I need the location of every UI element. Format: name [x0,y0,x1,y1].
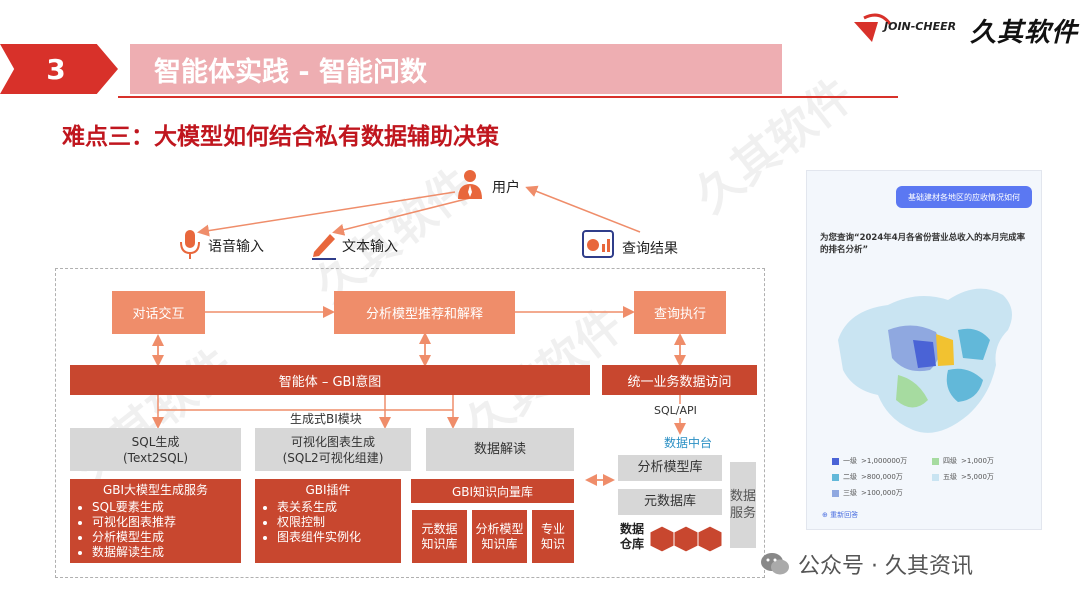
kb-line: 知识 [540,536,565,551]
kb-line: 分析模型 [475,521,524,536]
text-input-label: 文本输入 [342,239,398,255]
data-warehouse-label: 数据仓库 [620,522,645,551]
expert-knowledge-box: 专业 知识 [532,510,574,563]
legend-item: 一级>1,000000万 [832,456,932,466]
user-question-bubble: 基础建材各地区的应收情况如何 [896,186,1032,208]
model-kb-box: 分析模型 知识库 [472,510,527,563]
restart-answer-link[interactable]: ⊕ 重新回答 [822,511,859,519]
metadata-library-box: 元数据库 [618,489,722,515]
voice-input-label: 语音输入 [208,239,264,255]
query-execute-box: 查询执行 [634,291,726,334]
list-item: 可视化图表推荐 [92,515,241,530]
legend-item: 二级>800,000万 [832,472,932,482]
data-interpretation-box: 数据解读 [426,428,574,471]
user-icon [458,170,482,199]
gbi-plugin-panel: GBI插件 表关系生成 权限控制 图表组件实例化 [255,479,401,563]
gbi-llm-title: GBI大模型生成服务 [102,483,209,497]
map-legend: 一级>1,000000万 四级>1,000万 二级>800,000万 五级>5,… [832,456,1032,498]
list-item: 图表组件实例化 [277,530,401,545]
query-result-label: 查询结果 [622,241,678,257]
sql-api-label: SQL/API [654,404,697,417]
agent-gbi-intent-bar: 智能体 – GBI意图 [70,365,590,395]
section-number: 3 [0,44,118,94]
warehouse-cubes-icon [649,525,723,552]
kb-line: 知识库 [481,536,518,551]
kb-line: 专业 [540,521,565,536]
kb-line: 知识库 [421,536,458,551]
answer-heading: 为您查询“2024年4月各省份营业总收入的本月完成率的排名分析” [820,233,1026,255]
metadata-kb-box: 元数据 知识库 [412,510,467,563]
user-label: 用户 [492,180,520,196]
viz-gen-subtitle: (SQL2可视化组建) [282,450,384,465]
list-item: 表关系生成 [277,500,401,515]
viz-gen-title: 可视化图表生成 [290,434,375,449]
data-service-box: 数据服务 [730,462,756,548]
wechat-footer: 公众号 · 久其资讯 [760,548,973,580]
data-platform-label: 数据中台 [664,436,713,450]
sql-gen-title: SQL生成 [131,434,180,449]
kb-line: 元数据 [421,521,458,536]
model-recommend-box: 分析模型推荐和解释 [334,291,515,334]
chart-result-icon [582,230,614,258]
section-title: 智能体实践 - 智能问数 [130,44,782,94]
gen-bi-module-label: 生成式BI模块 [290,412,362,426]
list-item: 数据解读生成 [92,545,241,560]
china-map [838,288,1012,433]
gbi-llm-service-panel: GBI大模型生成服务 SQL要素生成 可视化图表推荐 分析模型生成 数据解读生成 [70,479,241,563]
list-item: 权限控制 [277,515,401,530]
microphone-icon [180,230,200,259]
unified-data-access-bar: 统一业务数据访问 [602,365,757,395]
pencil-icon [312,234,336,260]
legend-item: 四级>1,000万 [932,456,1032,466]
company-logo-icon [854,13,892,42]
model-library-box: 分析模型库 [618,455,722,481]
list-item: SQL要素生成 [92,500,241,515]
page-subtitle: 难点三：大模型如何结合私有数据辅助决策 [62,124,499,150]
sql-generation-box: SQL生成 (Text2SQL) [70,428,241,471]
gbi-plugin-title: GBI插件 [305,483,351,497]
legend-item: 三级>100,000万 [832,488,932,498]
visualization-generation-box: 可视化图表生成 (SQL2可视化组建) [255,428,411,471]
logo-chinese: 久其软件 [970,18,1079,48]
sql-gen-subtitle: (Text2SQL) [122,450,188,465]
gbi-vector-lib-bar: GBI知识向量库 [411,479,574,503]
wechat-icon [761,553,789,575]
wechat-account: 公众号 · 久其资讯 [798,554,973,579]
dialog-interaction-box: 对话交互 [112,291,205,334]
logo-text: JOIN-CHEER [884,20,957,33]
list-item: 分析模型生成 [92,530,241,545]
legend-item: 五级>5,000万 [932,472,1032,482]
architecture-frame [55,268,765,578]
title-divider [118,96,898,98]
